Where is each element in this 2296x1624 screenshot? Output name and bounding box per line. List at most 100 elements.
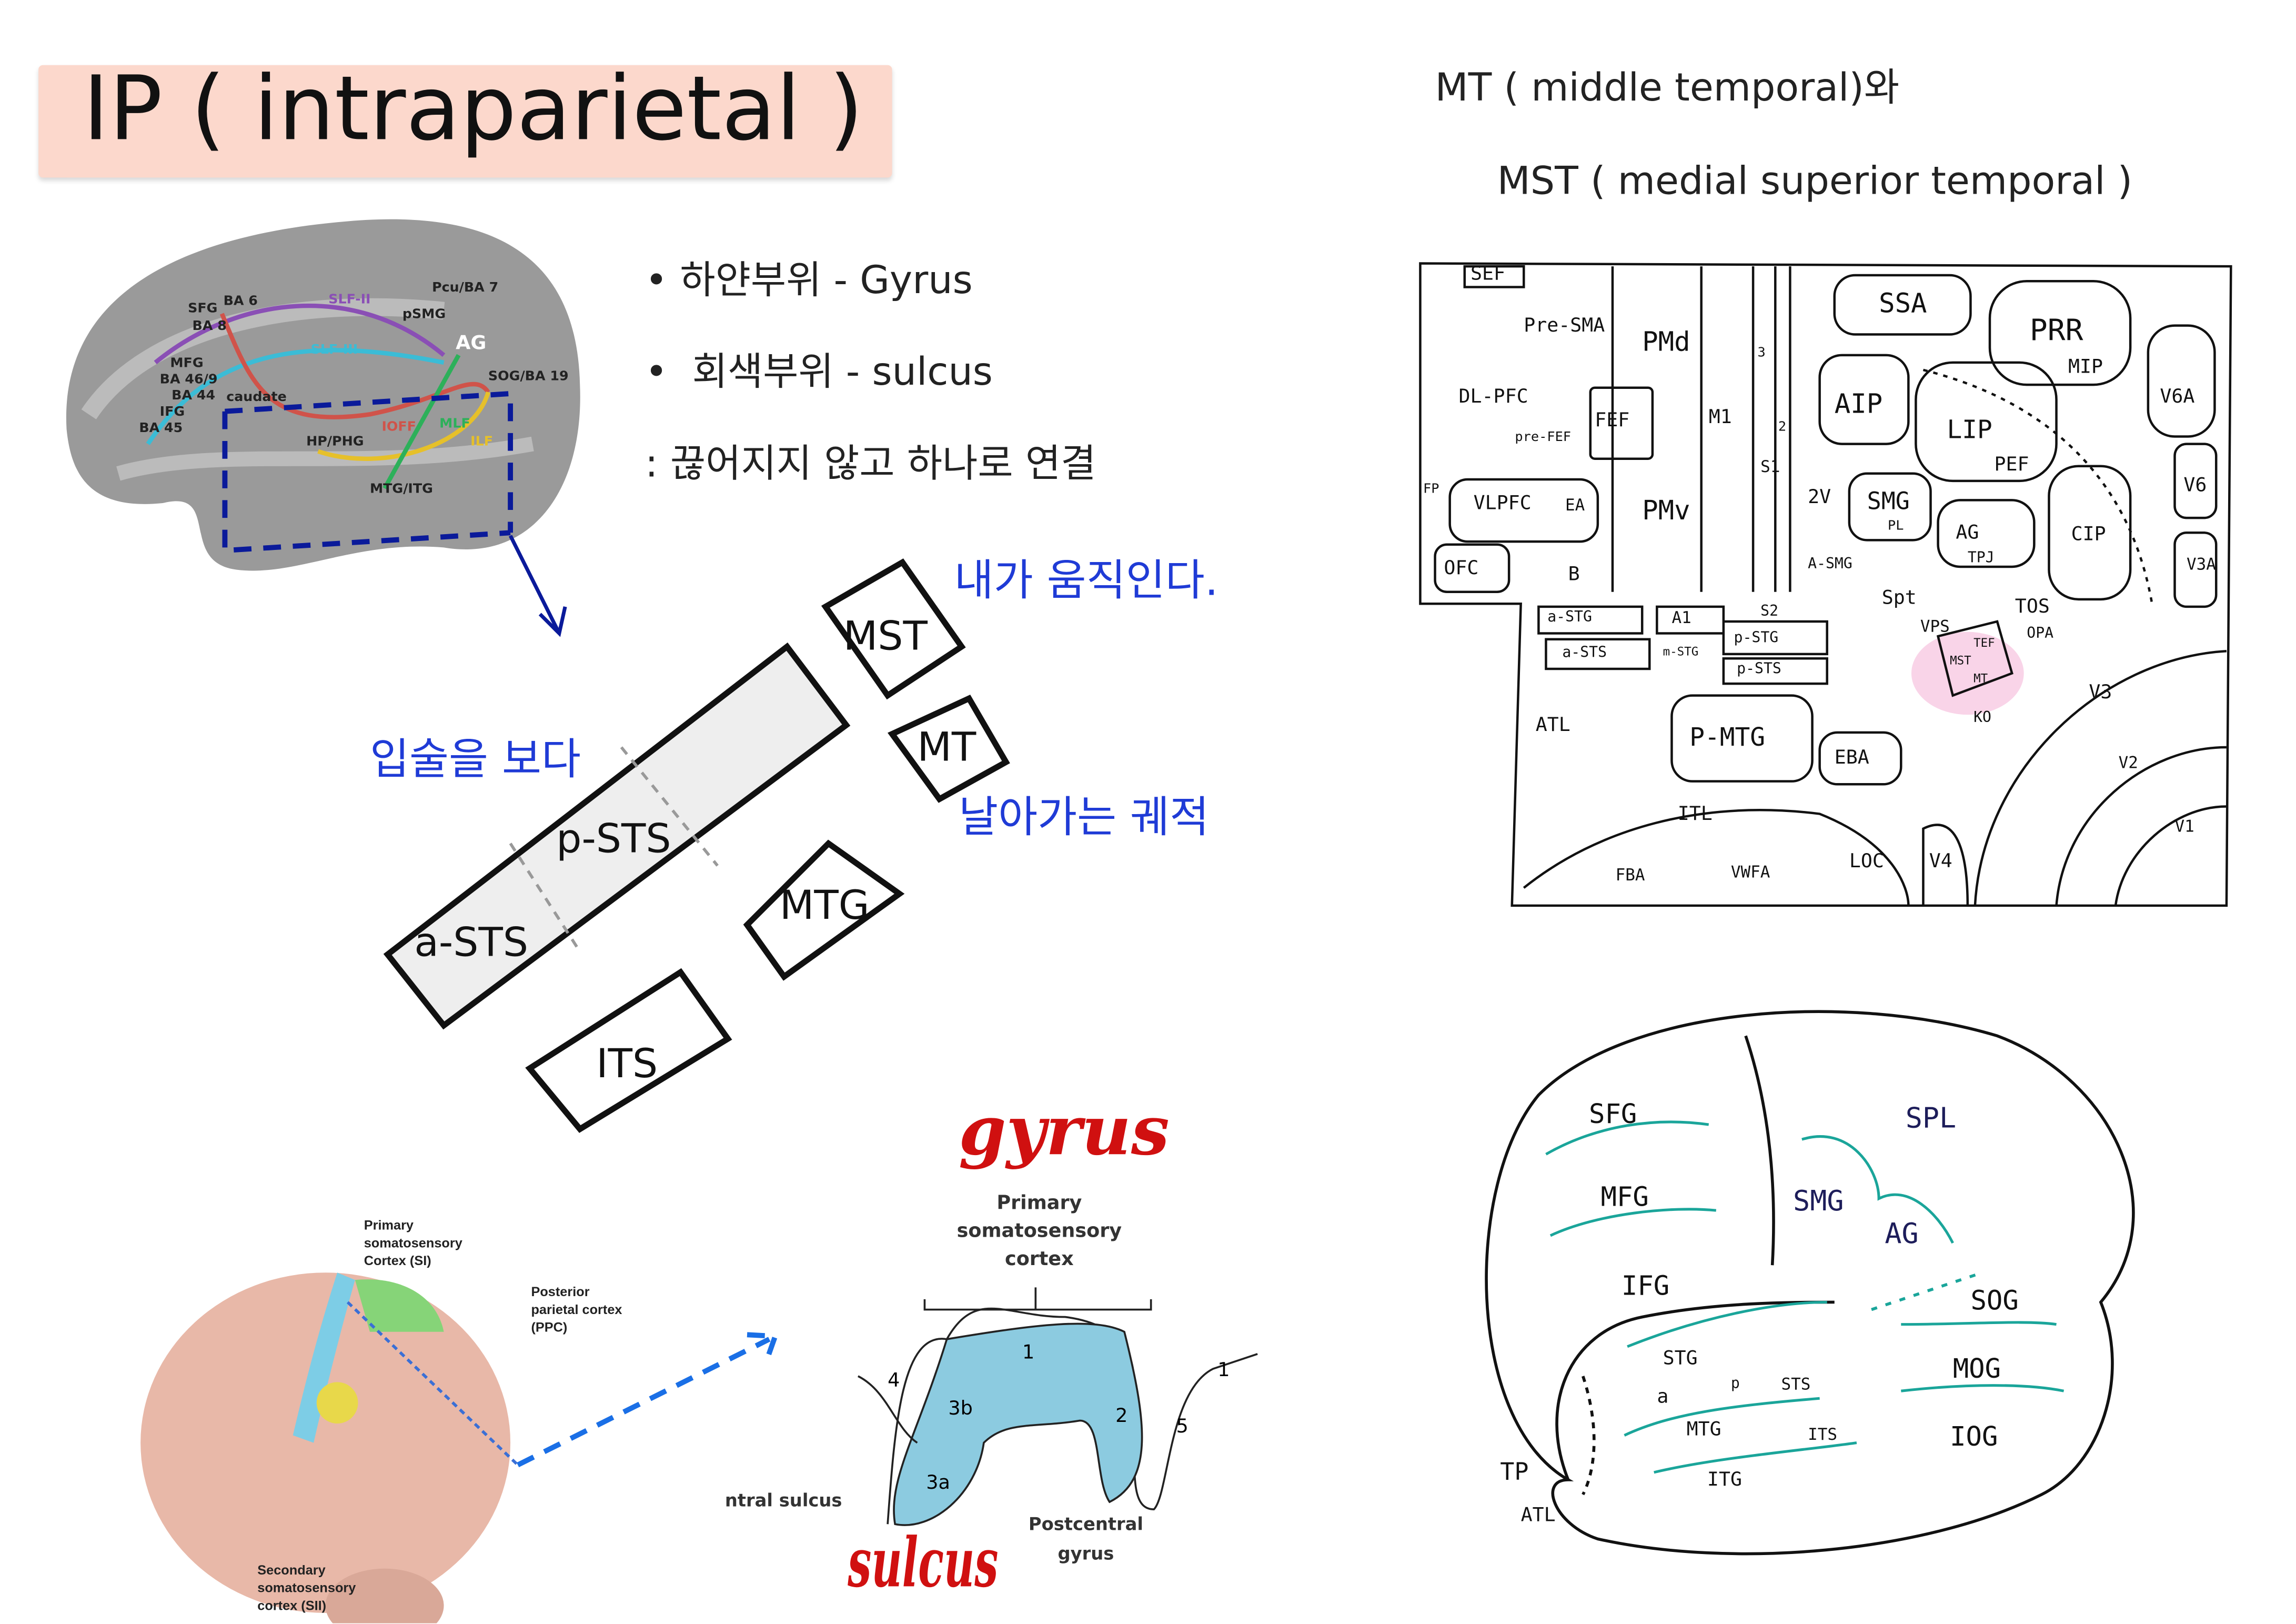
map-label: a-STG — [1547, 609, 1592, 626]
tract-label: SLF-II — [328, 293, 371, 308]
map-label: V2 — [2118, 753, 2138, 773]
area-label: 3b — [948, 1398, 973, 1421]
map-label: V4 — [1929, 850, 1952, 874]
map-label: PL — [1887, 519, 1904, 535]
map-label: EA — [1565, 495, 1585, 515]
tract-label: MLF — [439, 417, 470, 433]
tract-label: AG — [456, 333, 487, 355]
brain-sketch — [1485, 1010, 2135, 1556]
box-its: ITS — [596, 1041, 658, 1088]
sketch-label: MFG — [1600, 1182, 1649, 1214]
map-label: A-SMG — [1808, 556, 1852, 573]
tract-label: SLF-III — [310, 343, 358, 358]
map-label: p-STS — [1737, 661, 1781, 678]
sketch-label: p — [1730, 1376, 1740, 1392]
map-label: FP — [1423, 482, 1439, 497]
photo-label: Secondary somatosensory cortex (SII) — [257, 1562, 356, 1613]
label-line: somatosensory — [956, 1220, 1122, 1243]
map-label: 2V — [1808, 487, 1831, 509]
tract-label: SFG — [188, 302, 218, 317]
map-label: V6 — [2183, 475, 2207, 497]
photo-label: Posterior parietal cortex (PPC) — [531, 1284, 622, 1335]
bullet-text: 하얀부위 - Gyrus — [680, 259, 973, 304]
map-label: OPA — [2027, 626, 2054, 643]
tract-label: BA 46/9 — [159, 373, 218, 388]
sketch-label: a — [1657, 1386, 1669, 1409]
box-mst: MST — [843, 614, 928, 660]
area-label: 2 — [1115, 1406, 1128, 1428]
label-line: Primary — [996, 1192, 1082, 1215]
map-label: M1 — [1708, 407, 1732, 429]
map-label: TEF — [1973, 636, 1995, 650]
map-label: DL-PFC — [1458, 386, 1528, 409]
photo-label: Primary somatosensory Cortex (SI) — [364, 1218, 462, 1268]
sketch-label: SOG — [1970, 1286, 2019, 1317]
map-label: AIP — [1834, 389, 1883, 420]
map-label: MST — [1950, 654, 1971, 668]
sketch-label: IOG — [1950, 1422, 1998, 1453]
brain-photo — [140, 1272, 779, 1623]
tract-label: ILF — [470, 435, 494, 450]
map-label: m-STG — [1663, 645, 1699, 659]
map-label: pre-FEF — [1515, 430, 1572, 446]
map-label: LIP — [1947, 416, 1992, 446]
tract-label: caudate — [226, 390, 287, 406]
map-label: MT — [1973, 671, 1988, 685]
box-p-sts: p-STS — [556, 817, 671, 863]
tract-brain-image — [66, 219, 580, 637]
central-sulcus-label: ntral sulcus — [724, 1490, 842, 1511]
map-label: SMG — [1867, 487, 1910, 515]
tract-label: BA 45 — [139, 422, 183, 437]
sketch-label: ATL — [1520, 1505, 1556, 1527]
map-label: TPJ — [1967, 550, 1995, 567]
sketch-label: SPL — [1905, 1102, 1957, 1135]
map-label: 3 — [1757, 346, 1766, 362]
map-label: p-STG — [1734, 630, 1779, 647]
tract-label: BA 6 — [223, 294, 258, 309]
box-a-sts: a-STS — [414, 920, 529, 967]
map-label: FEF — [1595, 409, 1630, 433]
map-label: a-STS — [1562, 645, 1607, 661]
map-label: 2 — [1778, 420, 1787, 435]
primary-cortex-label: Primary somatosensory cortex — [947, 1190, 1132, 1274]
tract-label: MFG — [170, 356, 204, 372]
map-label: SEF — [1471, 263, 1506, 286]
tract-label: IFG — [159, 405, 185, 420]
map-label: FBA — [1615, 865, 1645, 885]
sketch-label: IFG — [1621, 1271, 1670, 1302]
right-title-2: MST ( medial superior temporal ) — [1497, 159, 2133, 205]
map-label: B — [1568, 564, 1580, 586]
map-label: Spt — [1881, 587, 1917, 610]
map-label: SSA — [1879, 288, 1927, 320]
bullet-text: 회색부위 - sulcus — [692, 350, 993, 395]
sketch-label: SMG — [1793, 1185, 1844, 1218]
sketch-label: AG — [1885, 1218, 1919, 1251]
bullet-1: • 하얀부위 - Gyrus — [645, 259, 973, 304]
area-label: 5 — [1176, 1416, 1189, 1439]
sketch-label: STS — [1781, 1375, 1811, 1394]
map-label: V1 — [2174, 817, 2194, 836]
annotation-mst: 내가 움직인다. — [954, 555, 1219, 606]
sketch-label: ITS — [1808, 1425, 1838, 1445]
map-label: S2 — [1760, 604, 1779, 620]
tract-label: BA 8 — [192, 319, 227, 335]
map-label: VWFA — [1730, 863, 1770, 882]
tract-label: HP/PHG — [306, 435, 364, 450]
annotation-mt: 날아가는 궤적 — [959, 791, 1210, 842]
box-mtg: MTG — [779, 883, 870, 929]
schematic-boxes — [383, 558, 1010, 1133]
map-label: A1 — [1671, 608, 1691, 628]
map-label: PMv — [1642, 495, 1690, 527]
map-label: S1 — [1760, 457, 1780, 477]
map-label: P-MTG — [1689, 724, 1766, 754]
tract-label: SOG/BA 19 — [488, 369, 569, 385]
map-label: VLPFC — [1473, 493, 1532, 515]
map-label: KO — [1973, 710, 1991, 727]
map-label: V6A — [2160, 386, 2195, 409]
tract-label: MTG/ITG — [369, 482, 433, 497]
sketch-label: MTG — [1686, 1419, 1721, 1441]
label-line: Postcentral — [1028, 1513, 1143, 1535]
title-banner — [38, 65, 892, 178]
map-label: CIP — [2071, 524, 2106, 546]
cortical-map — [1419, 262, 2232, 907]
